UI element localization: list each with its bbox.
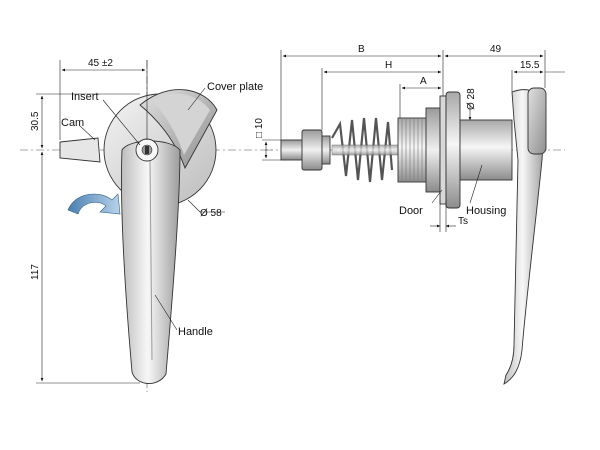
label-door: Door [399,205,423,217]
cover-plate-face [152,93,210,155]
handle-ridge [149,159,153,361]
nut-1 [301,129,323,171]
dim-a: A [420,76,427,87]
dim-h: H [385,60,392,71]
dim-square-10: □ 10 [254,118,265,138]
door-panel [439,95,447,205]
label-housing: Housing [466,205,506,217]
dim-width-45: 45 ±2 [88,58,113,69]
dim-dia-28: Ø 28 [466,88,477,110]
label-handle: Handle [178,326,213,338]
label-cover-plate: Cover plate [207,81,263,93]
insert-slot [145,146,149,154]
dim-ts: Ts [458,216,468,227]
housing-part [459,119,513,181]
dim-15-5: 15.5 [520,60,540,71]
washer-1 [321,135,331,165]
dim-height-30-5: 30.5 [30,111,41,131]
side-lock-head [527,87,547,155]
spring-shaft [331,144,403,156]
label-insert: Insert [71,91,99,103]
spring [331,117,394,183]
dim-height-117: 117 [30,264,41,280]
dim-b: B [358,44,365,55]
cam-part [59,137,101,163]
side-view: B H A 49 15.5 □ 10 Ø 28 Ts Doo [254,44,565,385]
square-shaft [280,139,304,161]
label-cam: Cam [61,117,84,129]
rotation-arrow-icon [67,193,121,215]
front-view: 45 ±2 30.5 117 Ø 58 Cover plate Insert C… [20,58,275,392]
flange [445,91,461,209]
dim-49: 49 [490,44,502,55]
mounting-nut [425,107,441,193]
dim-dia-58: Ø 58 [200,208,222,219]
